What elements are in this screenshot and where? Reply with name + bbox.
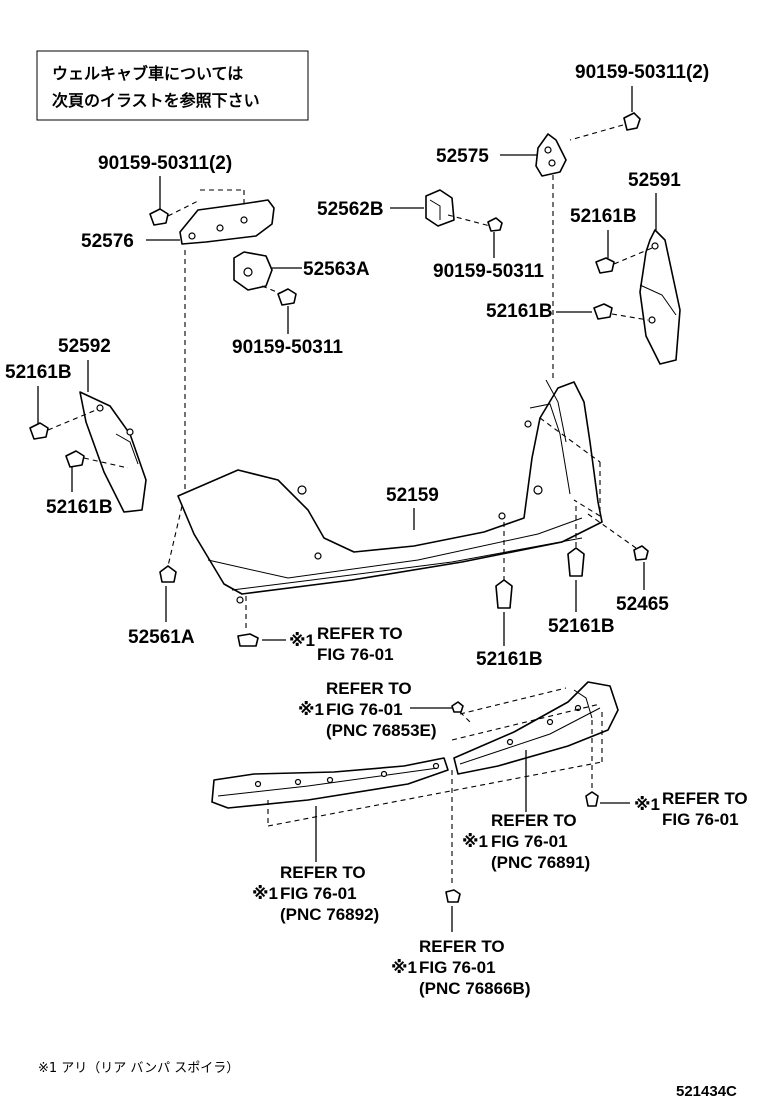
ref-right-line1[interactable]: REFER TO: [662, 789, 748, 808]
label-52161B-right-lower[interactable]: 52161B: [486, 301, 553, 322]
label-52591[interactable]: 52591: [628, 170, 681, 191]
ref-mark-76853E: ※1: [298, 700, 324, 719]
label-90159-50311-mid[interactable]: 90159-50311: [433, 261, 544, 282]
bracket-52575: 52575: [436, 133, 567, 380]
retainer-52563A: 52563A 90159-50311: [232, 251, 370, 358]
ref-bumper-line2[interactable]: FIG 76-01: [317, 645, 394, 664]
label-52161B-right-upper[interactable]: 52161B: [570, 206, 637, 227]
label-52161B-left-lower[interactable]: 52161B: [46, 497, 113, 518]
mudguard-52591: 52591 52161B 52161B: [486, 170, 681, 365]
ref-mark-right: ※1: [634, 795, 660, 814]
label-52561A[interactable]: 52561A: [128, 627, 195, 648]
label-52576[interactable]: 52576: [81, 231, 134, 252]
ref-bumper-line1[interactable]: REFER TO: [317, 624, 403, 643]
ref-76866B-line3[interactable]: (PNC 76866B): [419, 979, 531, 998]
bumper-spoiler: [211, 681, 619, 862]
label-90159-50311-2-top[interactable]: 90159-50311(2): [575, 62, 709, 83]
ref-76853E-line2[interactable]: FIG 76-01: [326, 700, 403, 719]
ref-76866B-line2[interactable]: FIG 76-01: [419, 958, 496, 977]
ref-76892-line1[interactable]: REFER TO: [280, 863, 366, 882]
note-line-1: ウェルキャブ車については: [52, 64, 243, 83]
bumper-cover-52159: 52159: [177, 379, 603, 604]
retainer-52562B: 52562B 90159-50311: [317, 189, 544, 282]
spoiler-references: REFER TO ※1 FIG 76-01 (PNC 76853E) REFER…: [252, 679, 748, 998]
ref-mark-76891: ※1: [462, 832, 488, 851]
label-52562B[interactable]: 52562B: [317, 199, 384, 220]
ref-76892-line3[interactable]: (PNC 76892): [280, 905, 379, 924]
ref-76891-line3[interactable]: (PNC 76891): [491, 853, 590, 872]
label-52575[interactable]: 52575: [436, 146, 489, 167]
ref-76853E-line1[interactable]: REFER TO: [326, 679, 412, 698]
label-52159[interactable]: 52159: [386, 485, 439, 506]
ref-mark-76866B: ※1: [391, 958, 417, 977]
footnote: ※1 アリ（リア バンパ スポイラ）: [38, 1061, 239, 1076]
label-52465[interactable]: 52465: [616, 594, 669, 615]
mudguard-52592: 52592 52161B 52161B: [5, 336, 147, 518]
bracket-52576: 90159-50311(2) 52576: [81, 153, 275, 495]
note-box: ウェルキャブ車については 次頁のイラストを参照下さい: [36, 50, 309, 121]
label-52592[interactable]: 52592: [58, 336, 111, 357]
label-90159-50311-left[interactable]: 90159-50311: [232, 337, 343, 358]
ref-76891-line1[interactable]: REFER TO: [491, 811, 577, 830]
label-52161B-center-right[interactable]: 52161B: [548, 616, 615, 637]
ref-right-line2[interactable]: FIG 76-01: [662, 810, 739, 829]
ref-mark-bumper: ※1: [289, 631, 315, 650]
ref-76853E-line3[interactable]: (PNC 76853E): [326, 721, 437, 740]
fasteners-bumper: 52561A ※1 REFER TO FIG 76-01 52161B 5216…: [128, 505, 669, 670]
bolt-90159-top-right: 90159-50311(2): [569, 62, 709, 141]
label-90159-50311-2-left[interactable]: 90159-50311(2): [98, 153, 232, 174]
ref-76866B-line1[interactable]: REFER TO: [419, 937, 505, 956]
figure-id: 521434C: [676, 1083, 737, 1100]
note-line-2: 次頁のイラストを参照下さい: [52, 91, 260, 110]
ref-mark-76892: ※1: [252, 884, 278, 903]
label-52563A[interactable]: 52563A: [303, 259, 370, 280]
ref-76892-line2[interactable]: FIG 76-01: [280, 884, 357, 903]
label-52161B-left-upper[interactable]: 52161B: [5, 362, 72, 383]
ref-76891-line2[interactable]: FIG 76-01: [491, 832, 568, 851]
label-52161B-center-lower[interactable]: 52161B: [476, 649, 543, 670]
